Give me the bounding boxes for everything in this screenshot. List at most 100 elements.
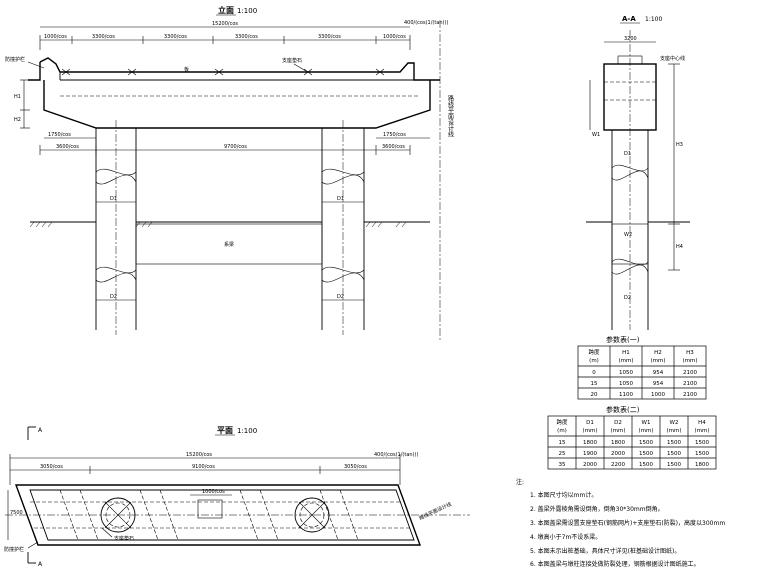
elevation-deck-bottom — [59, 72, 414, 81]
section-top-dim: 3200 — [624, 36, 637, 42]
section-pier — [611, 130, 649, 330]
plan-dim-pier-gap: 1000/cos — [202, 489, 225, 495]
note-5: 5. 本图未示出桩基础，具体尺寸详见(桩基础设计图纸)。 — [530, 547, 680, 555]
table2-cell-0-3: 1500 — [639, 440, 653, 446]
plan-cap-outline — [29, 489, 415, 541]
elevation-seg-ticks — [39, 35, 411, 50]
section-label: 支座中心线 — [660, 55, 685, 62]
plan-section-mark-top: A — [38, 427, 43, 434]
plan-label-line: 路线平面设计线 — [418, 501, 453, 522]
elevation-label-deck: 板 — [184, 66, 189, 73]
table1-header-3-0: H3 — [686, 350, 694, 356]
elevation-h1-label: H1 — [14, 94, 21, 100]
elevation-bearing-leader — [293, 63, 307, 72]
table2-header-2-0: D2 — [614, 420, 622, 426]
table1-header-0-1: (m) — [589, 358, 599, 364]
plan-label-railing: 防撞护栏 — [4, 546, 24, 553]
table1-cell-0-3: 2100 — [683, 370, 697, 376]
elevation-cap-bottom-right: 3600/cos — [382, 144, 405, 150]
plan-dim-right-top: 400/(cos(1/(tan))) — [374, 452, 418, 458]
elevation-pier-right — [321, 120, 365, 335]
table2-header-2-1: (mm) — [610, 428, 625, 434]
notes-block: 注: 1. 本图尺寸均以mm计。 2. 盖梁外露棱角需设倒角，倒角30*30mm… — [516, 478, 725, 568]
table2-cell-1-1: 1900 — [583, 451, 597, 457]
elevation-title: 立面 — [218, 5, 234, 15]
table1-header-3-1: (mm) — [682, 358, 697, 364]
plan-view: 平面 1:100 A A 15200/cos 400/(cos(1/(tan))… — [4, 426, 470, 568]
elevation-label-railing: 防撞护栏 — [5, 56, 25, 63]
elevation-tie-label: 系梁 — [224, 241, 234, 248]
table2-cell-0-0: 15 — [559, 440, 566, 446]
plan-dim-total: 15200/cos — [186, 452, 212, 458]
elevation-dim-right: 400/(cos(1/(tan))) — [404, 20, 448, 26]
table2-cell-2-3: 1500 — [639, 462, 653, 468]
elevation-deck-top — [39, 57, 440, 81]
elevation-pier-right-d1: D1 — [337, 196, 344, 202]
elevation-cap-bottom-mid: 9700/cos — [224, 144, 247, 150]
elevation-dim-seg-5: 3300/cos — [318, 34, 341, 40]
table2-cell-0-5: 1500 — [695, 440, 709, 446]
elevation-cap-bottom-left: 3600/cos — [56, 144, 79, 150]
table2-header-0-0: 跨度 — [556, 418, 568, 426]
elevation-deck-left — [28, 62, 41, 81]
plan-label-support: 支座垫石 — [114, 535, 134, 542]
table1-cell-1-1: 1050 — [619, 381, 633, 387]
table2-header-4-1: (mm) — [666, 428, 681, 434]
table2-header-5-0: H4 — [698, 420, 706, 426]
plan-pier-left — [100, 497, 136, 533]
table2-header-0-1: (m) — [557, 428, 567, 434]
table1-cell-1-2: 954 — [653, 381, 664, 387]
elevation-dim-seg-3: 3300/cos — [164, 34, 187, 40]
table2-cell-2-4: 1500 — [667, 462, 681, 468]
plan-width: 7500 — [10, 510, 23, 516]
elevation-pier-right-d2: D2 — [337, 294, 344, 300]
table1-cell-0-0: 0 — [592, 370, 596, 376]
section-h4: H4 — [676, 244, 683, 250]
table2-header-5-1: (mm) — [694, 428, 709, 434]
plan-center-block — [197, 499, 223, 519]
table2-cell-2-0: 35 — [559, 462, 566, 468]
section-d2: D2 — [624, 295, 631, 301]
table1-cell-0-1: 1050 — [619, 370, 633, 376]
table2-cell-0-4: 1500 — [667, 440, 681, 446]
note-1: 1. 本图尺寸均以mm计。 — [530, 491, 597, 499]
elevation-bearing-marks — [61, 68, 385, 76]
note-6: 6. 本图盖梁与墩柱连接处做防裂处理，钢筋根据设计图纸施工。 — [530, 560, 700, 568]
table2-cell-1-0: 25 — [559, 451, 566, 457]
elevation-dim-seg-1: 1000/cos — [44, 34, 67, 40]
table1-cell-1-0: 15 — [591, 381, 598, 387]
elevation-pier-left — [95, 120, 137, 335]
elevation-dim-total: 15200/cos — [212, 21, 238, 27]
table1-header-2-1: (mm) — [650, 358, 665, 364]
elevation-cap-right: 1750/cos — [383, 132, 406, 138]
section-w1: W1 — [592, 132, 600, 138]
table2-cell-0-2: 1800 — [611, 440, 625, 446]
table1-cell-2-3: 2100 — [683, 392, 697, 398]
elevation-view: 立面 1:100 15200/cos 400/(cos(1/(tan))) 10… — [5, 5, 454, 340]
table1-cell-2-0: 20 — [591, 392, 598, 398]
table1-header-2-0: H2 — [654, 350, 662, 356]
section-h3: H3 — [676, 142, 683, 148]
elevation-tie-beam — [135, 223, 323, 265]
note-2: 2. 盖梁外露棱角需设倒角，倒角30*30mm倒角。 — [530, 505, 664, 513]
table2-cell-0-1: 1800 — [583, 440, 597, 446]
table2-cell-1-4: 1500 — [667, 451, 681, 457]
table2-cell-1-5: 1500 — [695, 451, 709, 457]
table2-cell-1-2: 2000 — [611, 451, 625, 457]
elevation-dim-seg-4: 3300/cos — [235, 34, 258, 40]
section-scale: 1:100 — [645, 16, 662, 23]
table1-cell-1-3: 2100 — [683, 381, 697, 387]
plan-deck-outline — [14, 484, 422, 546]
elevation-dim-seg-2: 3300/cos — [92, 34, 115, 40]
elevation-label-bearing: 支座垫石 — [282, 57, 302, 64]
plan-scale: 1:100 — [237, 427, 257, 435]
table2-header-1-0: D1 — [586, 420, 594, 426]
elevation-cap-left: 1750/cos — [48, 132, 71, 138]
table2-cell-1-3: 1500 — [639, 451, 653, 457]
table2-cell-2-2: 2200 — [611, 462, 625, 468]
plan-dim-right: 3050/cos — [344, 464, 367, 470]
plan-dim-mid: 9100/cos — [192, 464, 215, 470]
table2-header-4-0: W2 — [670, 420, 679, 426]
